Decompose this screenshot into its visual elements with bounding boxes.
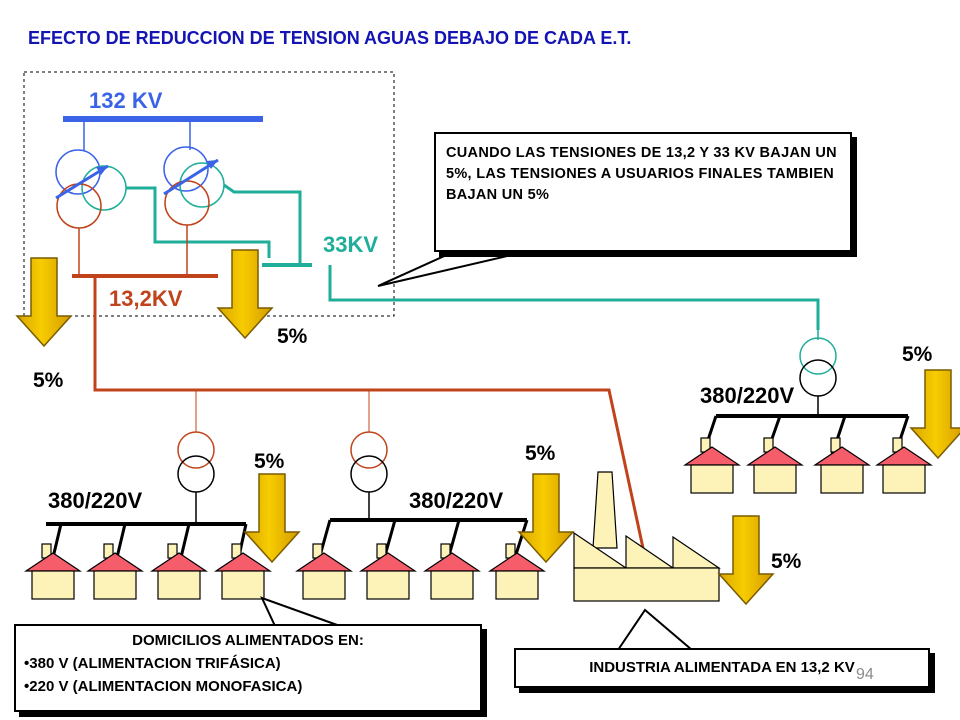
callout-homes-header: DOMICILIOS ALIMENTADOS EN: [132,632,364,649]
callout-industry-text: INDUSTRIA ALIMENTADA EN 13,2 KV [589,659,855,676]
house-middle-3 [424,543,480,600]
house-left-2 [87,543,143,600]
callout-industry: INDUSTRIA ALIMENTADA EN 13,2 KV [514,648,930,688]
callout-homes-list: 380 V (ALIMENTACION TRIFÁSICA) 220 V (AL… [24,652,472,698]
label-drop-lv-right: 5% [902,343,933,366]
transformer-lv-left [177,390,215,524]
drop-arrow-industry [718,515,774,605]
lv-drops-middle [314,519,529,571]
callout-industry-pointer [616,608,695,651]
label-13-2kv: 13,2KV [109,286,183,311]
callout-homes: DOMICILIOS ALIMENTADOS EN: 380 V (ALIMEN… [14,624,482,712]
callout-homes-pointer [260,596,341,627]
factory [573,471,721,602]
house-right-1 [684,437,740,494]
label-drop-lv-left: 5% [254,450,285,473]
house-middle-2 [360,543,416,600]
label-drop-lv-middle: 5% [525,442,556,465]
transformer-lv-right [799,330,837,416]
drop-arrow-lv-right [910,369,960,459]
callout-top-pointer [377,247,543,287]
feeder-13-2kv [93,276,645,549]
label-33kv: 33KV [323,232,378,257]
lv-drops-left [48,523,248,571]
house-middle-1 [296,543,352,600]
drop-arrow-outer-left [16,257,72,347]
house-right-2 [747,437,803,494]
label-132kv: 132 KV [89,88,163,113]
house-left-4 [215,543,271,600]
drop-arrow-lv-middle [518,473,574,563]
label-drop-outer-left: 5% [33,369,64,392]
drop-arrow-lv-left [244,473,300,563]
lv-drops-right [698,415,910,465]
label-drop-industry: 5% [771,550,802,573]
label-lv-right: 380/220V [700,383,795,408]
house-right-4 [876,437,932,494]
feeder-33kv [328,265,820,330]
list-item: 380 V (ALIMENTACION TRIFÁSICA) [24,652,472,675]
substation-boundary [23,71,395,317]
transformer-lv-middle [350,390,388,520]
callout-voltage-drop-text: CUANDO LAS TENSIONES DE 13,2 Y 33 KV BAJ… [446,145,837,203]
label-drop-substation: 5% [277,325,308,348]
page-title: EFECTO DE REDUCCION DE TENSION AGUAS DEB… [28,28,631,48]
transformer-2 [163,119,302,275]
house-right-3 [814,437,870,494]
callout-voltage-drop-note: CUANDO LAS TENSIONES DE 13,2 Y 33 KV BAJ… [434,132,852,252]
house-left-3 [151,543,207,600]
transformer-1 [55,119,271,275]
slide-number: 94 [856,666,874,683]
label-lv-middle: 380/220V [409,488,504,513]
list-item: 220 V (ALIMENTACION MONOFASICA) [24,675,472,698]
label-lv-left: 380/220V [48,488,143,513]
